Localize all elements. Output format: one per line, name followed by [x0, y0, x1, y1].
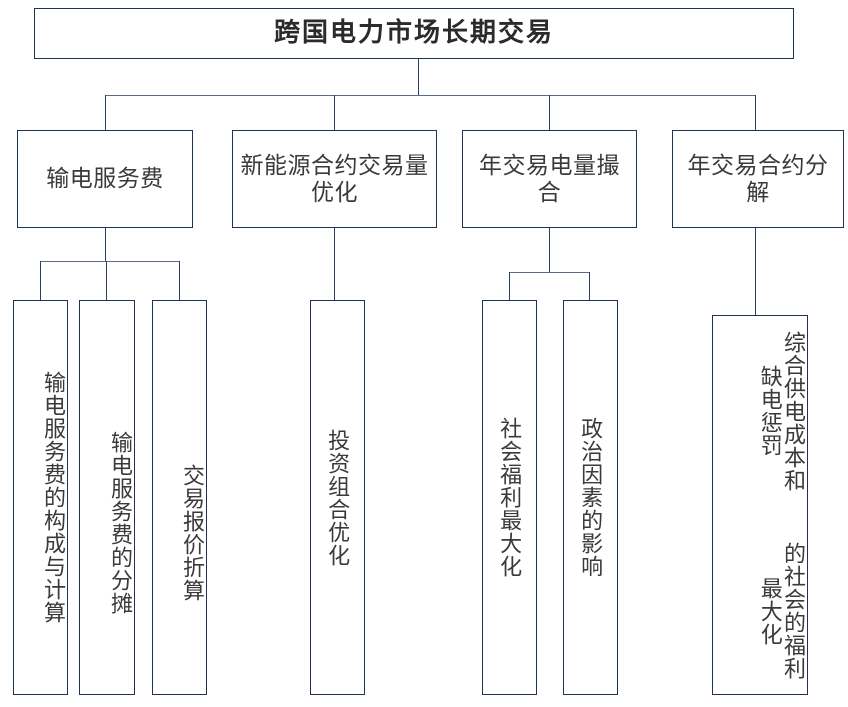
connector-n1-bus	[40, 261, 179, 263]
leaf-label-column-1: 综合供电成本和缺电惩罚	[757, 330, 806, 492]
leaf-fee-allocation[interactable]: 输电服务费的分摊	[79, 300, 135, 695]
leaf-label-column-2: 的社会的福利最大化	[757, 542, 806, 681]
connector-drop-l3	[179, 261, 181, 300]
connector-root-stem	[418, 59, 420, 96]
leaf-label: 社会福利最大化	[497, 417, 523, 578]
connector-drop-n4	[755, 95, 757, 130]
node-annual-energy-matching[interactable]: 年交易电量撮合	[462, 130, 637, 228]
connector-drop-l1	[40, 261, 42, 300]
leaf-label: 政治因素的影响	[578, 417, 604, 578]
node-transmission-service-fee[interactable]: 输电服务费	[17, 130, 193, 228]
connector-n3-bus	[509, 272, 590, 274]
leaf-label: 投资组合优化	[325, 428, 351, 567]
leaf-social-welfare-maximization[interactable]: 社会福利最大化	[482, 300, 537, 695]
connector-root-bus	[105, 95, 756, 97]
leaf-portfolio-optimization[interactable]: 投资组合优化	[310, 300, 365, 695]
leaf-political-factors-influence[interactable]: 政治因素的影响	[563, 300, 618, 695]
leaf-label: 输电服务费的分摊	[108, 430, 133, 615]
connector-drop-l5	[509, 272, 511, 300]
leaf-label: 输电服务费的构成与计算	[41, 371, 66, 624]
connector-n4-stem	[755, 228, 757, 315]
connector-n3-stem	[549, 228, 551, 273]
connector-drop-n3	[549, 95, 551, 130]
connector-drop-n1	[105, 95, 107, 130]
node-annual-contract-decomposition[interactable]: 年交易合约分解	[672, 130, 844, 228]
connector-n1-stem	[105, 228, 107, 262]
leaf-trade-price-conversion[interactable]: 交易报价折算	[152, 300, 207, 695]
connector-drop-l6	[589, 272, 591, 300]
leaf-comprehensive-supply-cost-welfare-maximization[interactable]: 综合供电成本和缺电惩罚 的社会的福利最大化	[712, 315, 808, 695]
node-root[interactable]: 跨国电力市场长期交易	[34, 8, 794, 59]
leaf-label: 交易报价折算	[180, 463, 205, 602]
connector-n2-stem	[334, 228, 336, 300]
connector-drop-n2	[334, 95, 336, 130]
leaf-fee-composition-and-calculation[interactable]: 输电服务费的构成与计算	[13, 300, 68, 695]
node-renewable-contract-volume-optimization[interactable]: 新能源合约交易量优化	[232, 130, 437, 228]
connector-drop-l2	[106, 261, 108, 300]
